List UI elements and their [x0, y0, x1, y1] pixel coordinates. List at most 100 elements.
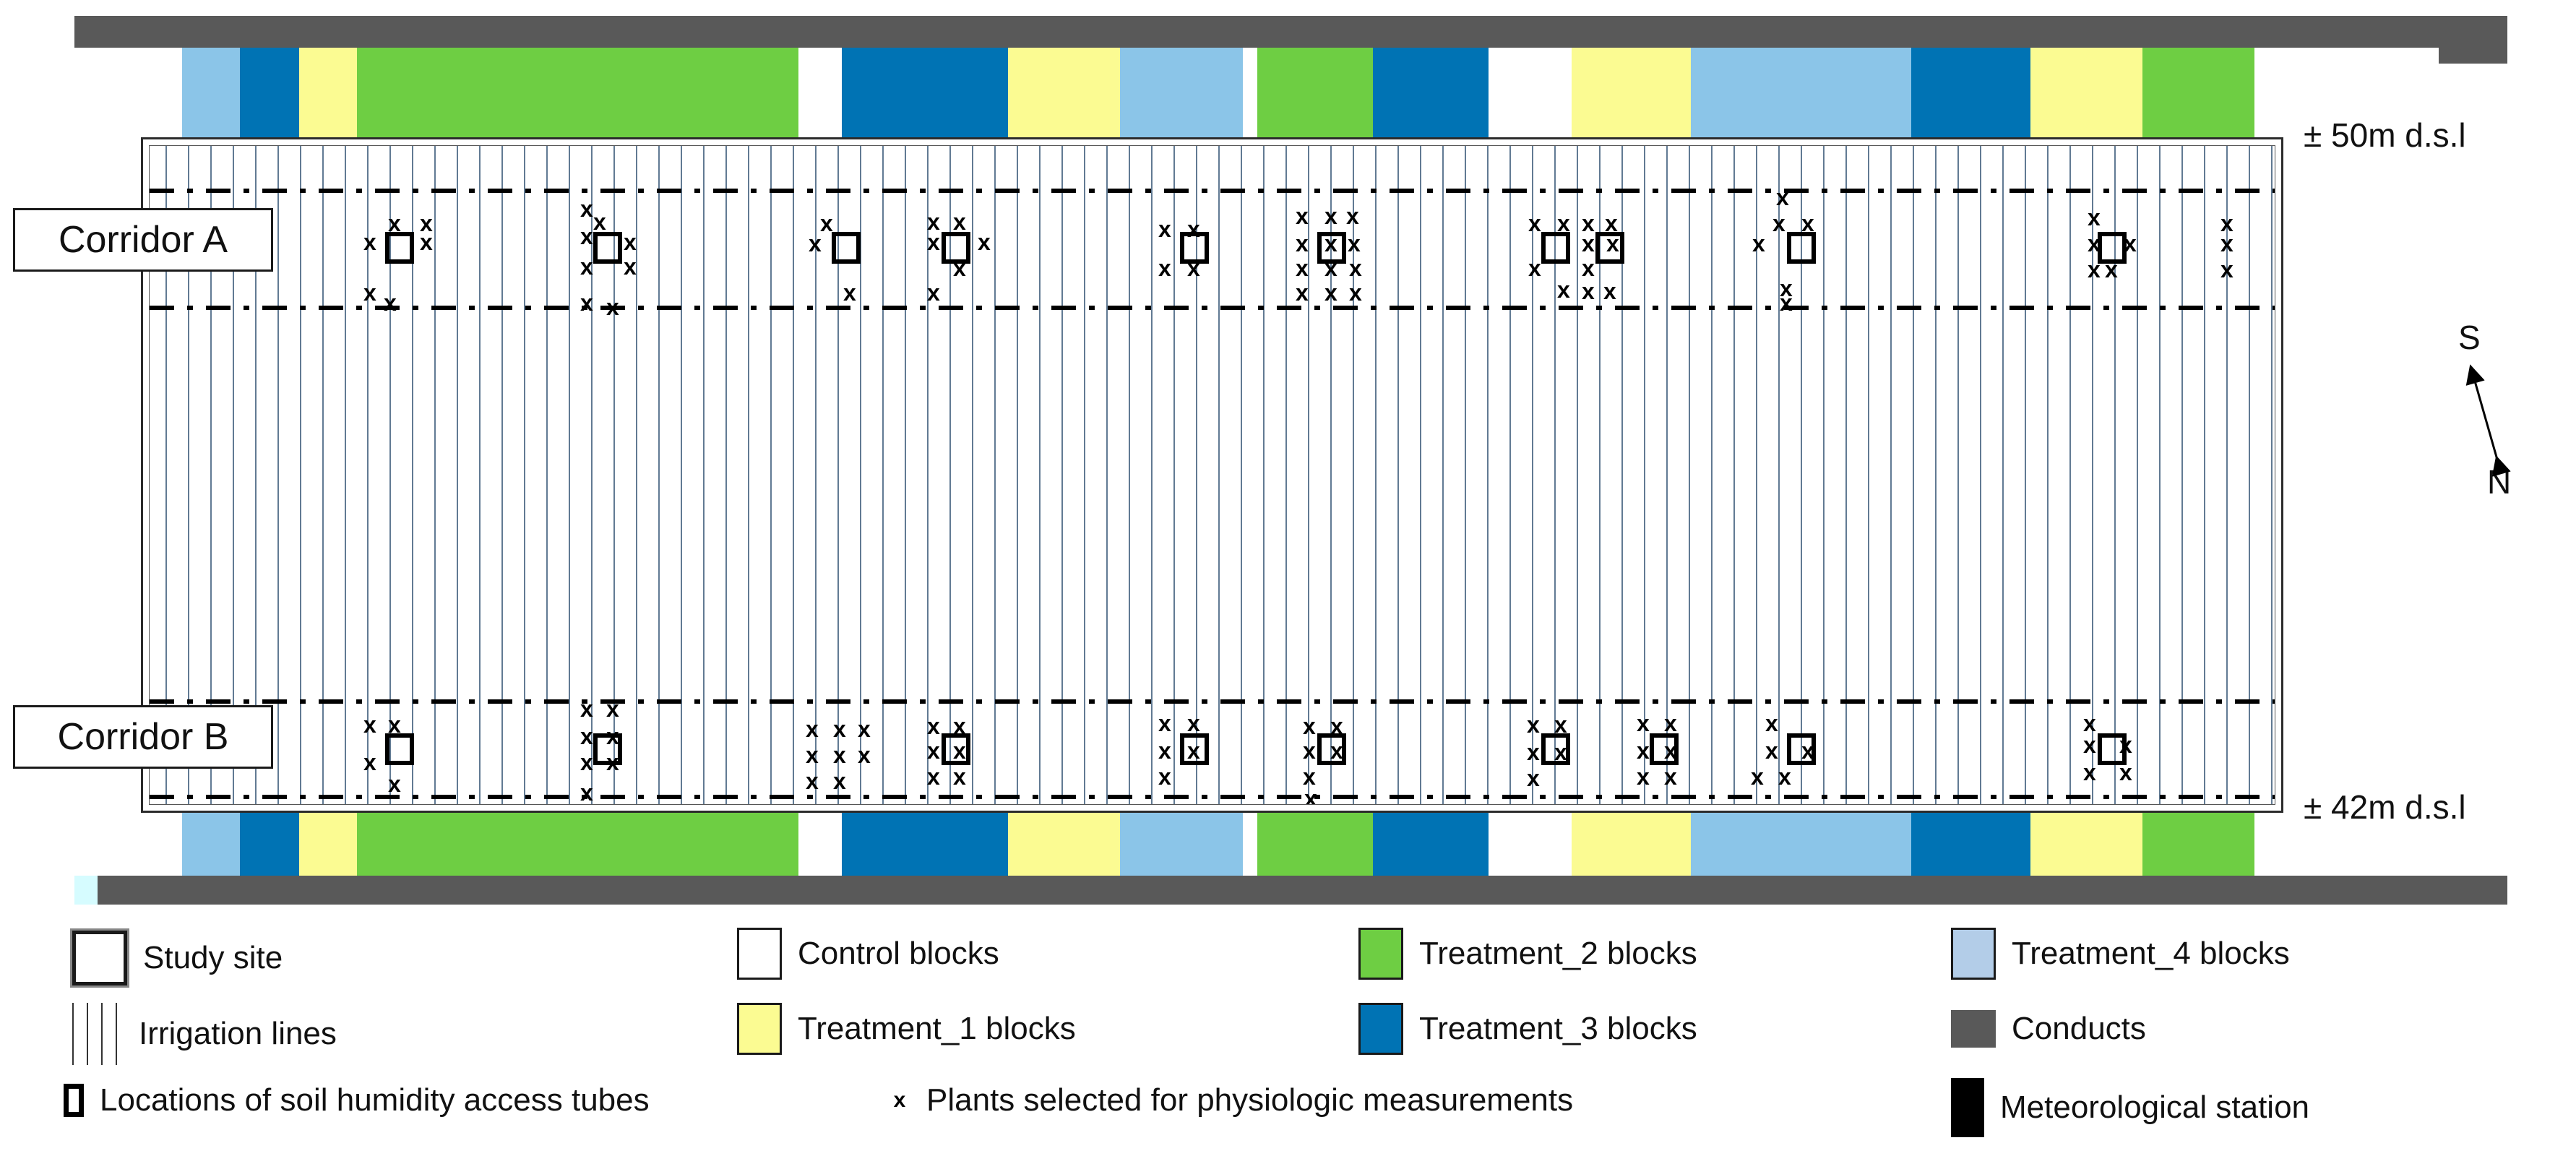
- irrigation-line: [457, 146, 458, 804]
- plant-marker: x: [1324, 255, 1337, 281]
- corridor-boundary-line: [150, 306, 2275, 310]
- irrigation-line: [2025, 146, 2026, 804]
- treatment-4-blocks-swatch-icon: [1951, 928, 1996, 980]
- irrigation-line: [793, 146, 794, 804]
- plant-marker: x: [593, 209, 606, 235]
- irrigation-line: [1845, 146, 1847, 804]
- plant-marker: x: [927, 738, 940, 764]
- irrigation-line: [1890, 146, 1892, 804]
- irrigation-line: [1554, 146, 1556, 804]
- irrigation-line: [412, 146, 413, 804]
- irrigation-line: [1756, 146, 1757, 804]
- irrigation-line: [770, 146, 772, 804]
- soil-humidity-access-tube: [1650, 733, 1679, 765]
- plant-marker: x: [1780, 275, 1793, 301]
- irrigation-line: [591, 146, 593, 804]
- irrigation-line: [1465, 146, 1466, 804]
- irrigation-line: [434, 146, 436, 804]
- legend-label: Control blocks: [798, 936, 999, 971]
- plant-marker: x: [2105, 256, 2118, 282]
- irrigation-line: [2204, 146, 2205, 804]
- legend-item-conducts: Conducts: [1951, 1010, 2146, 1048]
- plant-marker: x: [1801, 738, 1814, 764]
- irrigation-lines-layer: [150, 146, 2275, 804]
- soil-humidity-access-tube: [385, 232, 414, 264]
- plant-marker: x: [580, 696, 593, 722]
- legend-item-meteorological-station: Meteorological station: [1951, 1078, 2309, 1137]
- soil-humidity-access-tube: [2098, 232, 2127, 264]
- irrigation-line: [165, 146, 167, 804]
- irrigation-line: [949, 146, 951, 804]
- irrigation-line: [1577, 146, 1578, 804]
- irrigation-line: [1778, 146, 1780, 804]
- plant-marker: x: [2119, 759, 2132, 785]
- irrigation-line: [2047, 146, 2049, 804]
- plant-marker: x: [1158, 255, 1171, 281]
- plant-marker: x: [363, 749, 376, 775]
- plant-marker: x: [1324, 203, 1337, 229]
- plant-marker: x: [1303, 764, 1316, 790]
- irrigation-line: [1308, 146, 1309, 804]
- legend-item-study-site: Study site: [72, 931, 283, 985]
- plant-marker: x: [384, 290, 397, 316]
- irrigation-line: [1644, 146, 1645, 804]
- plant-marker: x: [1330, 713, 1343, 739]
- soil-humidity-access-tube: [593, 232, 622, 264]
- legend-item-access-tubes: Locations of soil humidity access tubes: [64, 1082, 650, 1118]
- irrigation-line: [300, 146, 301, 804]
- plant-marker: x: [1187, 216, 1200, 242]
- irrigation-line: [860, 146, 861, 804]
- plant-marker: x: [833, 742, 846, 768]
- plant-marker: x: [1778, 764, 1791, 790]
- plant-marker: x: [978, 229, 991, 255]
- corridor-b-label-box: Corridor B: [13, 705, 273, 769]
- plant-marker: x: [1296, 255, 1309, 281]
- irrigation-line: [1980, 146, 1981, 804]
- soil-humidity-access-tube: [1317, 733, 1346, 765]
- soil-humidity-access-tube: [1180, 733, 1209, 765]
- legend-label: Treatment_4 blocks: [2012, 936, 2290, 971]
- plant-marker: x: [2220, 210, 2233, 236]
- irrigation-line: [1173, 146, 1175, 804]
- plant-marker: x: [1304, 785, 1317, 805]
- irrigation-line: [210, 146, 212, 804]
- plant-marker: x: [388, 712, 401, 738]
- soil-humidity-access-tube: [2098, 733, 2127, 765]
- legend-label: Plants selected for physiologic measurem…: [926, 1082, 1574, 1118]
- plant-marker: x: [1582, 255, 1595, 281]
- legend-label: Study site: [143, 940, 283, 975]
- plant-marker: x: [1772, 210, 1785, 236]
- irrigation-line: [905, 146, 906, 804]
- plant-marker: x: [953, 764, 966, 790]
- irrigation-line: [1285, 146, 1287, 804]
- plant-marker: x: [1296, 230, 1309, 256]
- plant-marker: x: [2083, 732, 2096, 758]
- plant-marker: x: [2083, 710, 2096, 736]
- irrigation-line: [1487, 146, 1489, 804]
- legend-item-treatment-4-blocks: Treatment_4 blocks: [1951, 928, 2290, 980]
- legend-label: Treatment_2 blocks: [1419, 936, 1697, 971]
- access-tubes-swatch-icon: [64, 1084, 84, 1117]
- irrigation-line: [1509, 146, 1511, 804]
- plant-marker: x: [1664, 710, 1677, 736]
- plant-marker: x: [806, 716, 819, 742]
- plant-marker: x: [2220, 256, 2233, 282]
- irrigation-line: [1106, 146, 1108, 804]
- plant-marker: x: [2124, 230, 2137, 256]
- plant-marker: x: [580, 196, 593, 222]
- plant-marker: x: [1637, 764, 1650, 790]
- control-blocks-swatch-icon: [737, 928, 782, 980]
- treatment-2-blocks-swatch-icon: [1358, 928, 1403, 980]
- plant-marker: x: [580, 223, 593, 249]
- irrigation-line: [569, 146, 570, 804]
- plant-marker: x: [1187, 710, 1200, 736]
- plant-marker: x: [1528, 255, 1541, 281]
- irrigation-line: [613, 146, 615, 804]
- plant-marker: x: [1324, 230, 1337, 256]
- irrigation-line: [2159, 146, 2161, 804]
- plant-marker: x: [1554, 739, 1567, 765]
- irrigation-line: [658, 146, 660, 804]
- plant-marker: x: [927, 229, 940, 255]
